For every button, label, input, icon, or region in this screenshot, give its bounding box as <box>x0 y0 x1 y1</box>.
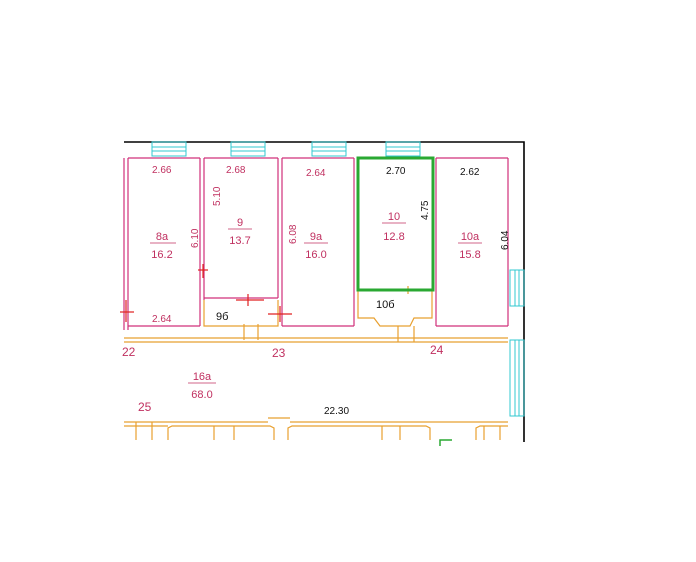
corridor-label-24: 24 <box>430 343 444 357</box>
room-8a-area: 16.2 <box>151 249 172 261</box>
corridor-label-25: 25 <box>138 400 152 414</box>
room-10-id: 10 <box>388 211 400 223</box>
corridor-partitions <box>124 286 508 440</box>
room-16a-id: 16а <box>193 371 212 383</box>
room-9b-id: 9б <box>216 311 228 323</box>
room-10-depth: 4.75 <box>420 200 431 220</box>
room-10: 2.70 4.75 10 12.8 <box>382 166 431 243</box>
room-10a-id: 10а <box>461 231 480 243</box>
room-8a-width-bottom: 2.64 <box>152 314 172 325</box>
room-9a-depth: 6.08 <box>288 224 299 244</box>
room-16a-area: 68.0 <box>191 389 212 401</box>
red-marks <box>120 264 292 322</box>
room-9-id: 9 <box>237 217 243 229</box>
corridor-label-22: 22 <box>122 345 136 359</box>
room-9a-width-top: 2.64 <box>306 168 326 179</box>
room-9-depth: 5.10 <box>212 186 223 206</box>
room-9-area: 13.7 <box>229 235 250 247</box>
green-marker <box>439 439 452 446</box>
window-9a <box>311 141 347 157</box>
room-9a: 2.64 6.08 9а 16.0 <box>288 168 328 261</box>
room-10a: 2.62 6.04 10а 15.8 <box>458 167 511 261</box>
room-9: 2.68 5.10 9 13.7 <box>212 165 252 247</box>
room-10a-depth: 6.04 <box>500 230 511 250</box>
room-10-area: 12.8 <box>383 231 404 243</box>
window-9 <box>230 141 266 157</box>
room-10-highlight[interactable] <box>356 156 435 292</box>
room-9a-area: 16.0 <box>305 249 326 261</box>
corridor-length: 22.30 <box>324 406 349 417</box>
room-10a-width-top: 2.62 <box>460 167 480 178</box>
window-10 <box>385 141 421 157</box>
room-walls <box>123 157 509 330</box>
corridor-label-23: 23 <box>272 346 286 360</box>
window-right-2 <box>509 339 525 417</box>
room-8a-width-top: 2.66 <box>152 165 172 176</box>
room-10b-id: 10б <box>376 299 395 311</box>
corridor: 22 23 24 25 16а 68.0 22.30 <box>122 343 444 417</box>
room-8a: 2.66 8а 16.2 2.64 6.10 <box>150 165 201 325</box>
window-8a <box>151 141 187 157</box>
room-9-width-top: 2.68 <box>226 165 246 176</box>
room-10a-area: 15.8 <box>459 249 480 261</box>
outer-walls <box>124 141 525 442</box>
room-8a-depth: 6.10 <box>190 228 201 248</box>
windows <box>151 141 525 417</box>
window-right-1 <box>509 269 525 307</box>
room-8a-id: 8а <box>156 231 169 243</box>
room-9a-id: 9а <box>310 231 323 243</box>
room-10-width-top: 2.70 <box>386 166 406 177</box>
